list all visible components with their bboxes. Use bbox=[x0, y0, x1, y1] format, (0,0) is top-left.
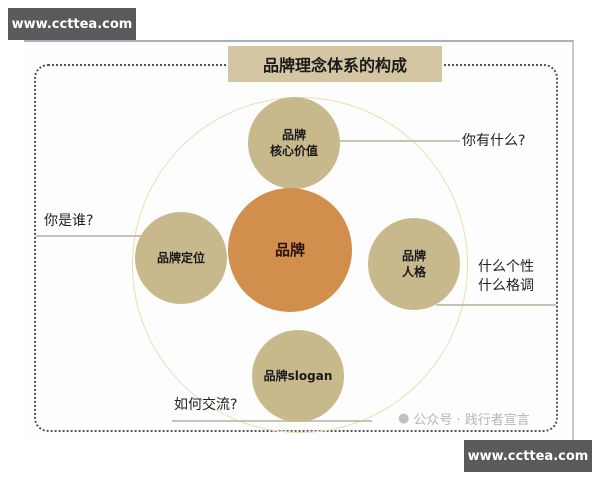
question-right-line1: 什么个性 bbox=[478, 259, 534, 275]
question-bottom: 如何交流? bbox=[174, 397, 238, 413]
question-right-line2: 什么格调 bbox=[478, 277, 534, 294]
node-core-value-line1: 品牌 bbox=[281, 127, 306, 142]
connector-right bbox=[436, 304, 556, 306]
node-positioning-label: 品牌定位 bbox=[156, 250, 205, 265]
node-slogan: 品牌slogan bbox=[252, 330, 344, 422]
node-slogan-label: 品牌slogan bbox=[263, 368, 333, 383]
wechat-watermark-text: 公众号 · 践行者宣言 bbox=[413, 413, 530, 428]
node-brand-label: 品牌 bbox=[274, 240, 305, 259]
node-personality-line1: 品牌 bbox=[401, 248, 426, 263]
node-brand-center: 品牌 bbox=[228, 188, 352, 312]
question-top: 你有什么? bbox=[462, 133, 526, 149]
wechat-watermark: ● 公众号 · 践行者宣言 bbox=[398, 409, 530, 428]
diagram-title: 品牌理念体系的构成 bbox=[228, 46, 442, 82]
question-right: 什么个性 什么格调 bbox=[478, 258, 534, 296]
node-personality: 品牌人格 bbox=[368, 218, 460, 310]
watermark-top: www.ccttea.com bbox=[8, 8, 136, 40]
wechat-icon: ● bbox=[398, 411, 410, 426]
connector-top bbox=[340, 140, 460, 142]
node-positioning: 品牌定位 bbox=[135, 212, 227, 304]
node-core-value: 品牌核心价值 bbox=[248, 97, 340, 189]
node-core-value-line2: 核心价值 bbox=[269, 144, 318, 158]
connector-left bbox=[36, 235, 142, 237]
watermark-bottom: www.ccttea.com bbox=[464, 440, 592, 472]
question-left: 你是谁? bbox=[44, 213, 94, 229]
node-personality-line2: 人格 bbox=[401, 265, 426, 279]
connector-bottom bbox=[172, 420, 372, 422]
